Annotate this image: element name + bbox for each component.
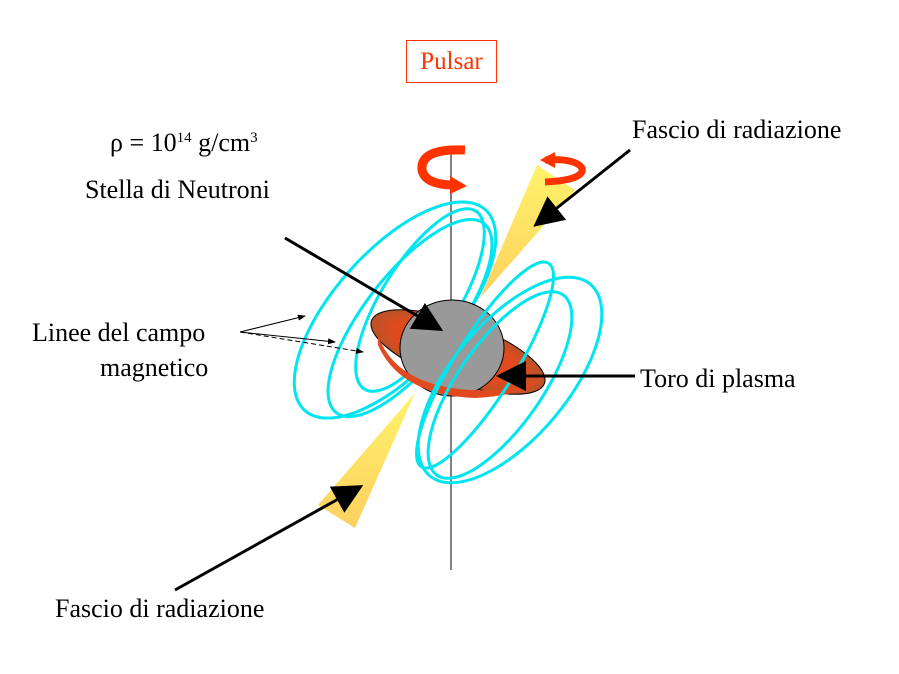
density-unit: g/cm bbox=[191, 128, 251, 157]
field-lines-label-1: Linee del campo bbox=[32, 318, 206, 347]
field-lines-label-2: magnetico bbox=[100, 353, 209, 382]
density-exponent: 14 bbox=[176, 130, 192, 146]
plasma-torus-front bbox=[378, 335, 545, 398]
rotation-arrow-axis bbox=[417, 145, 466, 190]
rotation-arrow-axis-head bbox=[450, 176, 467, 194]
pointer-arrows bbox=[174, 148, 635, 592]
density-unit-exponent: 3 bbox=[250, 130, 258, 146]
rotation-arrow-beam bbox=[544, 156, 586, 186]
plasma-torus-label: Toro di plasma bbox=[640, 364, 796, 393]
density-prefix: ρ = 10 bbox=[110, 128, 177, 157]
density-label: ρ = 1014 g/cm3 bbox=[110, 130, 258, 156]
rotation-arrow-beam-head bbox=[540, 152, 555, 168]
neutron-star-label: Stella di Neutroni bbox=[85, 175, 270, 204]
beam-bottom-label: Fascio di radiazione bbox=[55, 594, 265, 623]
beam-top-label: Fascio di radiazione bbox=[632, 115, 842, 144]
diagram-title: Pulsar bbox=[406, 40, 497, 83]
